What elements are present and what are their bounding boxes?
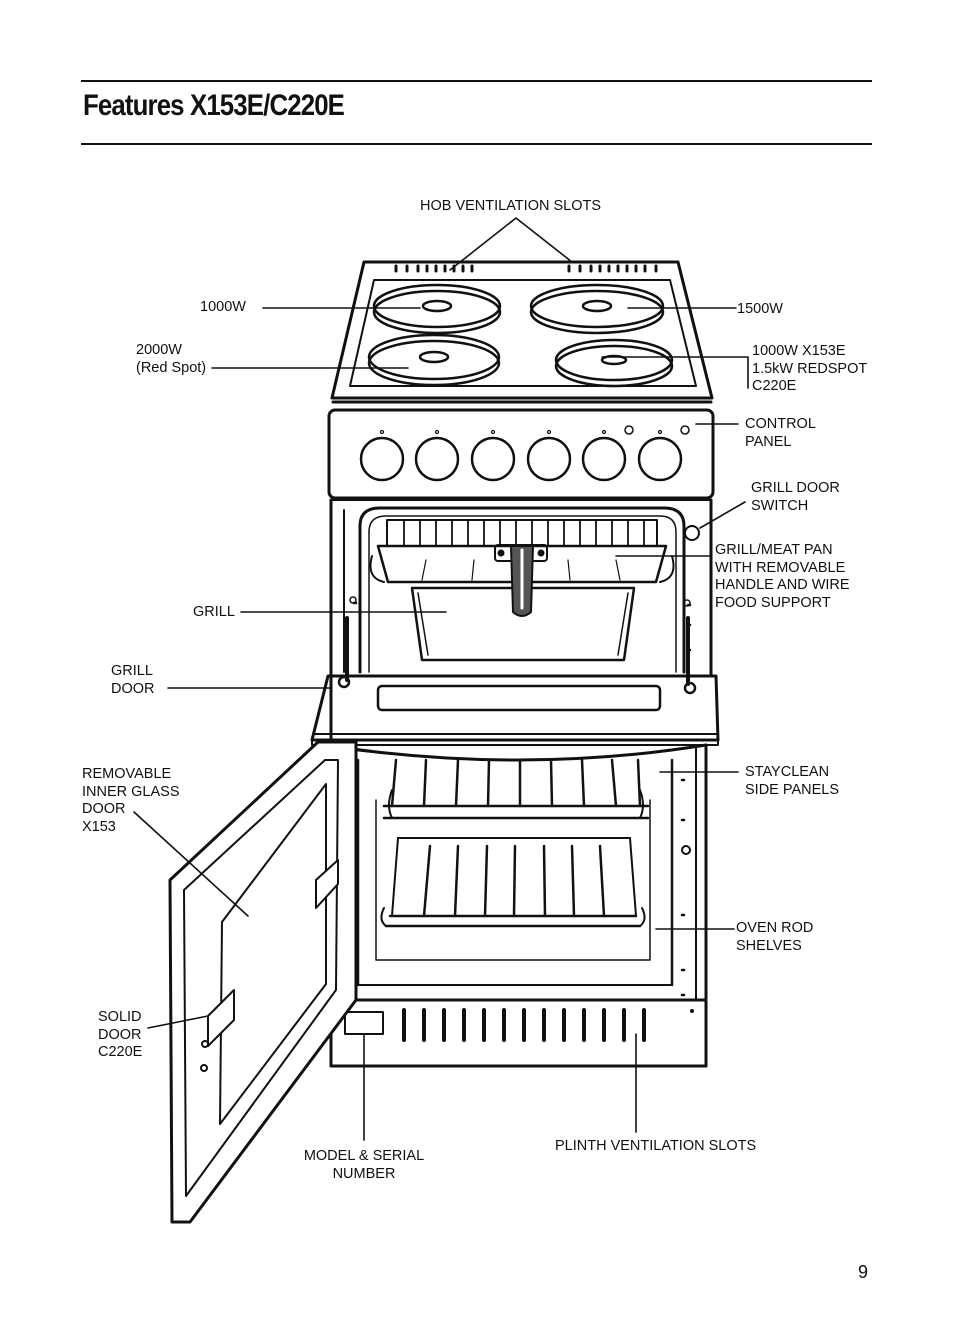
label-hotplate-1500w: 1500W bbox=[737, 301, 783, 317]
plinth-vent-slots bbox=[402, 1008, 646, 1042]
inner-glass-door bbox=[219, 783, 327, 1125]
grill-compartment bbox=[349, 506, 700, 674]
leader-lines bbox=[133, 217, 749, 1141]
upper-oven-shelf bbox=[382, 758, 650, 820]
hob-vent-slots bbox=[394, 264, 658, 273]
control-knobs bbox=[359, 436, 683, 482]
label-stayclean-side-panels: STAYCLEAN SIDE PANELS bbox=[745, 764, 840, 798]
hob bbox=[330, 260, 714, 404]
main-oven-door bbox=[168, 740, 358, 1224]
label-hotplate-1000w: 1000W bbox=[200, 299, 246, 315]
label-hotplate-2000w: 2000W (Red Spot) bbox=[136, 342, 207, 376]
hotplate-rear-left bbox=[372, 283, 502, 335]
model-serial-plate bbox=[344, 1011, 384, 1035]
label-hotplate-small: 1000W X153E 1.5kW REDSPOT C220E bbox=[752, 343, 868, 394]
page-number: 9 bbox=[858, 1262, 869, 1282]
knob-marks bbox=[379, 429, 663, 435]
plinth bbox=[329, 998, 708, 1068]
label-model-serial-number: MODEL & SERIAL NUMBER bbox=[303, 1148, 425, 1182]
label-oven-rod-shelves: OVEN ROD SHELVES bbox=[736, 920, 814, 954]
label-removable-inner-glass-door: REMOVABLE INNER GLASS DOOR X153 bbox=[82, 766, 180, 835]
page-title: Features X153E/C220E bbox=[83, 89, 345, 122]
main-oven-cavity bbox=[322, 743, 708, 987]
hotplate-front-left bbox=[367, 333, 501, 387]
control-panel bbox=[327, 408, 715, 501]
label-grill-door-switch: GRILL DOOR SWITCH bbox=[751, 480, 840, 514]
pan-handle bbox=[494, 544, 548, 617]
lower-oven-shelf bbox=[380, 837, 646, 928]
label-hob-ventilation-slots: HOB VENTILATION SLOTS bbox=[420, 198, 602, 214]
grill-door bbox=[310, 616, 720, 746]
header-rule-bottom bbox=[81, 143, 872, 145]
header-rule-top bbox=[81, 80, 872, 82]
grill-meat-pan bbox=[369, 519, 675, 617]
label-grill-door: GRILL DOOR bbox=[111, 663, 155, 697]
label-grill-meat-pan: GRILL/MEAT PAN WITH REMOVABLE HANDLE AND… bbox=[715, 542, 850, 611]
label-control-panel: CONTROL PANEL bbox=[745, 416, 816, 450]
label-plinth-ventilation-slots: PLINTH VENTILATION SLOTS bbox=[555, 1138, 757, 1154]
indicator-lights bbox=[624, 425, 690, 435]
grill-door-switch bbox=[684, 525, 700, 541]
label-grill: GRILL bbox=[193, 604, 235, 620]
label-solid-door: SOLID DOOR C220E bbox=[98, 1009, 143, 1060]
hotplate-front-right bbox=[554, 338, 674, 388]
hotplate-rear-right bbox=[529, 283, 665, 335]
